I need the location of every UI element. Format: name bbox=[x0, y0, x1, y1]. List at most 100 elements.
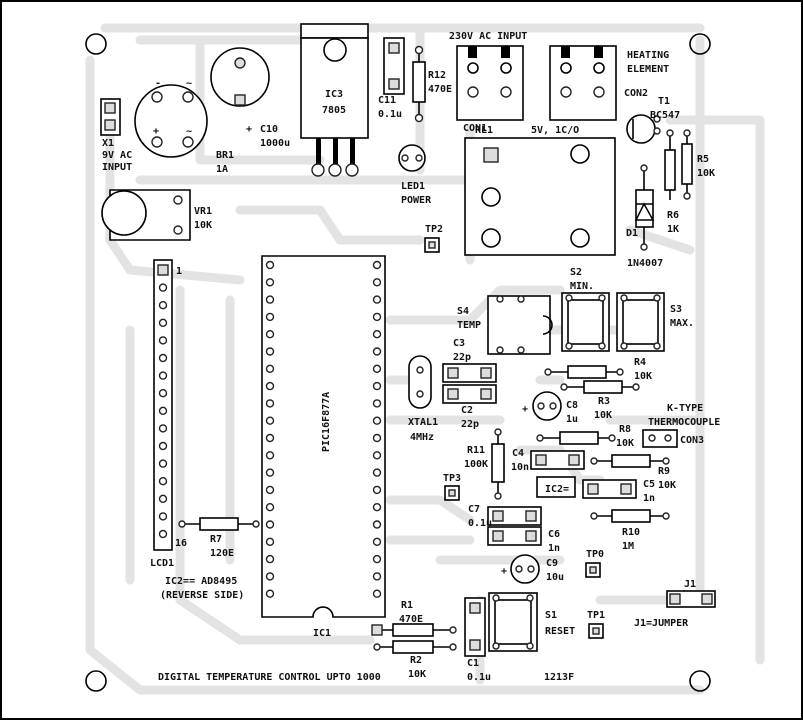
ic1-pin-pad bbox=[265, 572, 275, 581]
ic1-pin-pad bbox=[265, 260, 275, 270]
tp3-testpoint bbox=[444, 485, 460, 501]
tp2-testpoint bbox=[424, 237, 440, 253]
c1-capacitor bbox=[464, 597, 486, 657]
r12-label: R12 bbox=[428, 70, 446, 81]
ic1-part-label: PIC16F877A bbox=[321, 392, 332, 452]
ic3-value: 7805 bbox=[322, 105, 346, 116]
t1-value: BC547 bbox=[650, 110, 680, 121]
x1-desc1: 9V AC bbox=[102, 150, 132, 161]
ic2-outline bbox=[536, 476, 576, 498]
br1-bridge-rectifier bbox=[134, 84, 208, 158]
ic1-pin-pad bbox=[265, 503, 275, 512]
c2-label: C2 bbox=[461, 405, 473, 416]
ic1-pin-pad bbox=[372, 312, 382, 322]
lcd1-header bbox=[153, 259, 173, 551]
r9-value: 10K bbox=[658, 480, 676, 491]
r3-label: R3 bbox=[598, 396, 610, 407]
c5-capacitor bbox=[582, 479, 637, 499]
ic1-pin-pad bbox=[372, 381, 382, 391]
con3-label: CON3 bbox=[680, 435, 704, 446]
rl1-value: 5V, 1C/O bbox=[531, 125, 579, 136]
d1-diode bbox=[634, 164, 655, 251]
r3-resistor bbox=[560, 380, 640, 394]
xtal1-crystal bbox=[408, 355, 432, 409]
lcd-pin-pad bbox=[158, 336, 168, 345]
con2-terminal bbox=[549, 45, 617, 121]
led1-label: LED1 bbox=[401, 181, 425, 192]
ic1-pin-pad bbox=[372, 347, 382, 356]
br1-value: 1A bbox=[216, 164, 228, 175]
ic1-pin-pad bbox=[372, 589, 382, 598]
mounting-holes bbox=[85, 33, 711, 692]
r6-label: R6 bbox=[667, 210, 679, 221]
lcd-pin-pad bbox=[158, 477, 168, 486]
c2-value: 22p bbox=[461, 419, 479, 430]
ic1-pin-pad bbox=[265, 381, 275, 391]
s2-switch bbox=[561, 292, 610, 352]
r8-value: 10K bbox=[616, 438, 634, 449]
br1-plus: + bbox=[153, 126, 159, 137]
c2-capacitor bbox=[442, 384, 497, 404]
c9-value: 10u bbox=[546, 572, 564, 583]
ic1-pin-pad bbox=[265, 295, 275, 304]
ic1-pin-pad bbox=[372, 260, 382, 270]
r5-resistor bbox=[681, 129, 693, 200]
r2-value: 10K bbox=[408, 669, 426, 680]
c3-capacitor bbox=[442, 363, 497, 383]
ktype-label-1: K-TYPE bbox=[667, 403, 703, 414]
ic1-pin-pad bbox=[372, 537, 382, 546]
c8-value: 1u bbox=[566, 414, 578, 425]
c10-label: C10 bbox=[260, 124, 278, 135]
con1-label: CON1 bbox=[463, 123, 487, 134]
c11-label: C11 bbox=[378, 95, 396, 106]
lcd-pin1-label: 1 bbox=[176, 266, 182, 277]
ic1-pin-pad bbox=[372, 451, 382, 460]
s1-label: S1 bbox=[545, 610, 557, 621]
vr1-potentiometer bbox=[101, 189, 191, 241]
c7-value: 0.1u bbox=[468, 518, 492, 529]
c1-value: 0.1u bbox=[467, 672, 491, 683]
c4-value: 10n bbox=[511, 462, 529, 473]
c8-plus: + bbox=[522, 404, 528, 415]
s2-value: MIN. bbox=[570, 281, 594, 292]
r9-label: R9 bbox=[658, 466, 670, 477]
ic1-pin-pad bbox=[265, 589, 275, 598]
ic1-pin-pad bbox=[372, 485, 382, 495]
r5-value: 10K bbox=[697, 168, 715, 179]
lcd-pin16-label: 16 bbox=[175, 538, 187, 549]
t1-label: T1 bbox=[658, 96, 670, 107]
ic2-note-line1: IC2== AD8495 bbox=[165, 576, 237, 587]
ic1-pin-pad bbox=[372, 572, 382, 581]
ic1-pin-pad bbox=[265, 330, 275, 339]
c5-label: C5 bbox=[643, 479, 655, 490]
con2-label: CON2 bbox=[624, 88, 648, 99]
ic1-pin-pad bbox=[265, 364, 275, 373]
ic1-pin-pad bbox=[265, 399, 275, 408]
s4-switch bbox=[487, 295, 553, 355]
lcd1-label: LCD1 bbox=[150, 558, 174, 569]
r1-resistor bbox=[371, 623, 457, 637]
ac-input-label: 230V AC INPUT bbox=[449, 31, 527, 42]
ic1-pin-pad bbox=[372, 295, 382, 304]
c4-capacitor bbox=[530, 450, 585, 470]
c10-capacitor bbox=[210, 47, 270, 107]
ic1-pin-pad bbox=[372, 520, 382, 529]
c10-plus: + bbox=[246, 124, 252, 135]
board-title: DIGITAL TEMPERATURE CONTROL UPTO 1000 bbox=[158, 672, 381, 683]
ic3-label: IC3 bbox=[325, 89, 343, 100]
tp0-label: TP0 bbox=[586, 549, 604, 560]
ic1-pin-pad bbox=[372, 433, 382, 443]
j1-jumper bbox=[666, 590, 716, 608]
ic2-label: IC2= bbox=[545, 484, 569, 495]
ic1-pin-pad bbox=[265, 416, 275, 425]
c11-capacitor bbox=[383, 37, 405, 95]
c7-capacitor bbox=[487, 506, 542, 526]
s2-label: S2 bbox=[570, 267, 582, 278]
xtal-label: XTAL1 bbox=[408, 417, 438, 428]
lcd-pin-pad bbox=[158, 371, 168, 380]
r10-resistor bbox=[590, 509, 670, 523]
j1-label: J1 bbox=[684, 579, 696, 590]
ic1-pin-pad bbox=[372, 364, 382, 373]
c7-label: C7 bbox=[468, 504, 480, 515]
